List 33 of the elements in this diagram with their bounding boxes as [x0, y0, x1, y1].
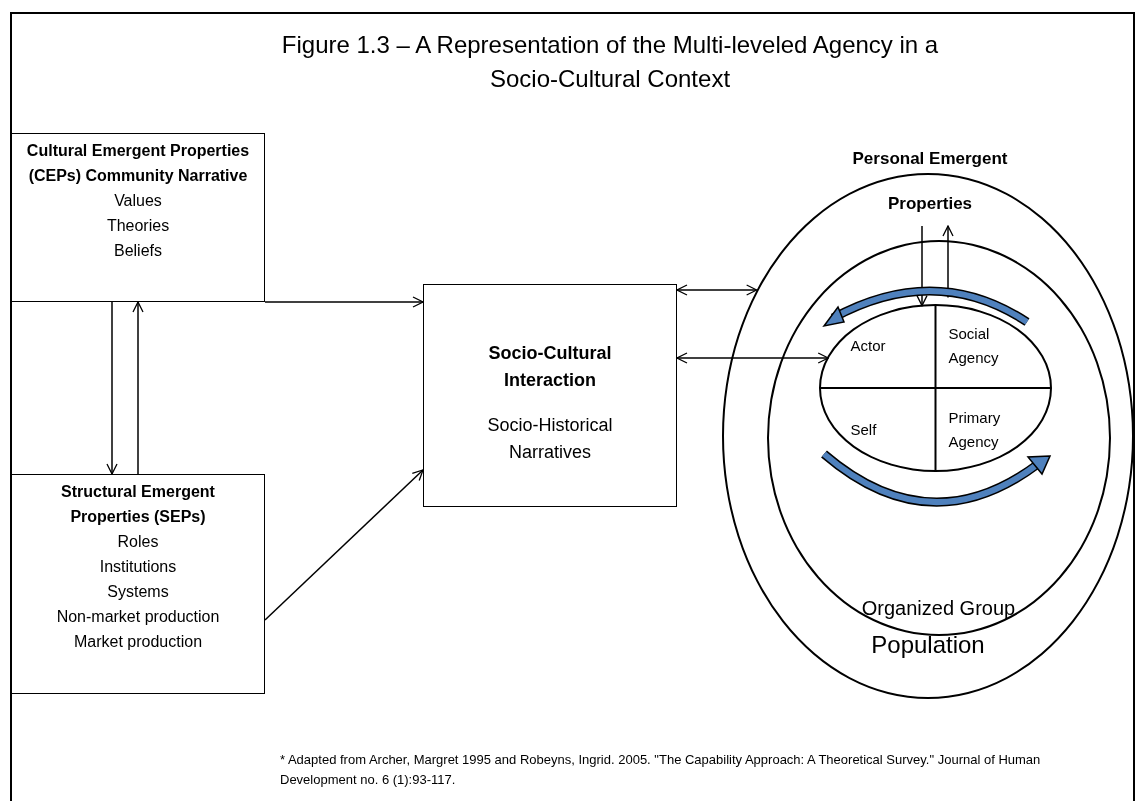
circle-heading: Personal Emergent Properties [851, 148, 1009, 215]
arrow [676, 352, 829, 364]
quadrant-label: Social Agency [948, 323, 1000, 368]
list-item: Theories [106, 216, 170, 236]
box-heading: Cultural Emergent Properties (CEPs) Community Narrative [25, 141, 251, 186]
figure-title: Figure 1.3 – A Representation of the Multi-leveled Agency in a Socio-Cultural Context [280, 30, 940, 94]
arrow [132, 301, 144, 475]
list-item: Non-market production [56, 607, 220, 627]
source-note: * Adapted from Archer, Margret 1995 and Robeyns, Ingrid. 2005. "The Capability Approach: A Theoretical Survey." Journal of Human Development no. 6 (1):93-117. [280, 751, 1042, 789]
arrow [916, 225, 928, 307]
quadrant-label: Primary Agency [948, 407, 1002, 452]
list-item: Institutions [99, 557, 177, 577]
box-heading: Socio-Cultural Interaction [487, 342, 613, 392]
quadrant-label: Self [850, 419, 878, 440]
quadrant-label: Actor [850, 335, 887, 356]
arrow [264, 469, 424, 621]
list-item: Values [114, 191, 162, 211]
arrow [264, 296, 424, 308]
circle-label: Organized Group [860, 595, 1017, 621]
box-body: Socio-Historical Narratives [486, 414, 614, 464]
arrow [106, 301, 118, 475]
list-item: Market production [73, 632, 203, 652]
text-box [11, 133, 265, 302]
concentric-circle [766, 239, 1111, 636]
box-heading: Structural Emergent Properties (SEPs) [60, 482, 216, 527]
quadrant-ellipse [819, 304, 1052, 472]
text-box [11, 474, 265, 694]
list-item: Systems [107, 582, 169, 602]
text-box [423, 284, 677, 507]
circle-label: Population [870, 630, 986, 660]
arrow [676, 284, 758, 296]
list-item: Roles [117, 532, 159, 552]
list-item: Beliefs [114, 241, 162, 261]
